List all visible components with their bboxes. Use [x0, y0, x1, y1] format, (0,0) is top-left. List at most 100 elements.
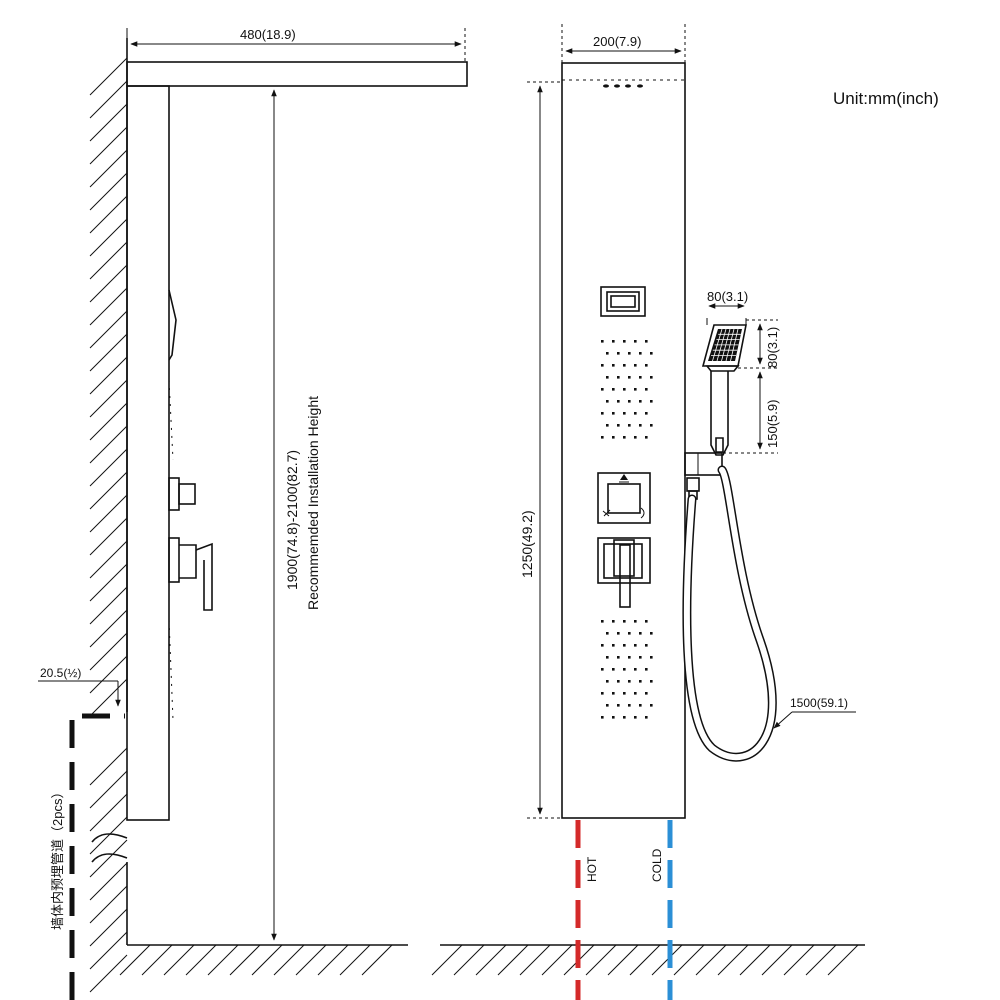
hatch-line: [119, 944, 151, 976]
hatch-line: [783, 944, 815, 976]
hatch-line: [89, 80, 128, 119]
jet-hole: [601, 364, 604, 367]
jet-hole: [623, 716, 626, 719]
hatch-line: [89, 655, 128, 694]
jet-hole: [639, 424, 642, 427]
hatch-line: [89, 57, 128, 96]
jet-hole: [634, 692, 637, 695]
hatch-line: [141, 944, 173, 976]
hatch-line: [207, 944, 239, 976]
hatch-line: [431, 944, 463, 976]
jet-hole: [606, 632, 609, 635]
hatch-line: [317, 944, 349, 976]
jet-hole: [639, 680, 642, 683]
jet-hole: [606, 376, 609, 379]
jet-hole: [650, 680, 653, 683]
jet-hole: [634, 436, 637, 439]
side-shower-arm: [126, 61, 468, 87]
jet-hole: [628, 376, 631, 379]
jet-hole: [634, 340, 637, 343]
hatch-line: [739, 944, 771, 976]
hatch-line: [339, 944, 371, 976]
hatch-line: [89, 862, 128, 901]
hatch-line: [89, 103, 128, 142]
jet-hole: [612, 436, 615, 439]
hatch-line: [89, 218, 128, 257]
jet-hole: [612, 364, 615, 367]
jet-hole: [623, 364, 626, 367]
jet-hole: [612, 668, 615, 671]
jet-hole: [617, 424, 620, 427]
hatch-line: [695, 944, 727, 976]
jet-hole: [623, 692, 626, 695]
handshower-width-label: 80(3.1): [707, 289, 748, 304]
jet-hole: [612, 340, 615, 343]
hatch-line: [89, 126, 128, 165]
jet-hole: [650, 656, 653, 659]
jet-hole: [612, 716, 615, 719]
jet-hole: [601, 436, 604, 439]
shower-hose: [682, 465, 777, 762]
jet-hole: [650, 352, 653, 355]
hatch-line: [295, 944, 327, 976]
front-view: 200(7.9) 1250(49.2): [431, 24, 865, 1000]
temperature-display: [600, 286, 646, 317]
unit-label: Unit:mm(inch): [833, 89, 939, 108]
hatch-line: [89, 333, 128, 372]
hatch-line: [89, 540, 128, 579]
jet-hole: [628, 352, 631, 355]
floor-right-hatching: [431, 944, 859, 976]
hatch-line: [89, 264, 128, 303]
grid-line: [730, 328, 739, 362]
side-view: 480(18.9) 1900(74.8)-2100(82.7) Recommem…: [38, 27, 468, 1000]
hatch-line: [651, 944, 683, 976]
jet-hole: [601, 620, 604, 623]
jet-hole: [601, 644, 604, 647]
jet-hole: [650, 632, 653, 635]
jet-hole: [628, 400, 631, 403]
jet-hole: [612, 412, 615, 415]
hatch-line: [89, 931, 128, 970]
jet-hole: [601, 668, 604, 671]
jet-hole: [634, 668, 637, 671]
hatch-line: [361, 944, 393, 976]
jet-hole: [606, 680, 609, 683]
jet-hole: [606, 400, 609, 403]
hatch-line: [89, 287, 128, 326]
jet-hole: [645, 340, 648, 343]
jet-hole: [628, 656, 631, 659]
jet-hole: [617, 400, 620, 403]
jet-hole: [650, 704, 653, 707]
hatch-line: [89, 885, 128, 924]
hatch-line: [89, 149, 128, 188]
hatch-line: [607, 944, 639, 976]
jet-hole: [634, 388, 637, 391]
jet-hole: [628, 632, 631, 635]
hatch-line: [89, 402, 128, 441]
jet-hole: [634, 412, 637, 415]
hatch-line: [89, 195, 128, 234]
jet-hole: [628, 680, 631, 683]
jet-hole: [645, 620, 648, 623]
jet-hole: [623, 340, 626, 343]
hatch-line: [229, 944, 261, 976]
hatch-line: [89, 494, 128, 533]
hatch-line: [89, 770, 128, 809]
hatch-line: [519, 944, 551, 976]
jet-hole: [645, 388, 648, 391]
hand-shower: [701, 324, 747, 456]
jet-hole: [601, 716, 604, 719]
top-outlets: [603, 84, 643, 88]
hatch-line: [89, 816, 128, 855]
jet-hole: [645, 716, 648, 719]
jet-hole: [623, 436, 626, 439]
jet-hole: [623, 388, 626, 391]
jet-hole: [639, 352, 642, 355]
embedded-pipe-note: 墙体内预埋管道（2pcs）: [50, 786, 65, 930]
jet-hole: [639, 376, 642, 379]
hatch-line: [273, 944, 305, 976]
jet-hole: [634, 644, 637, 647]
jet-hole: [601, 388, 604, 391]
cold-label: COLD: [650, 848, 664, 882]
